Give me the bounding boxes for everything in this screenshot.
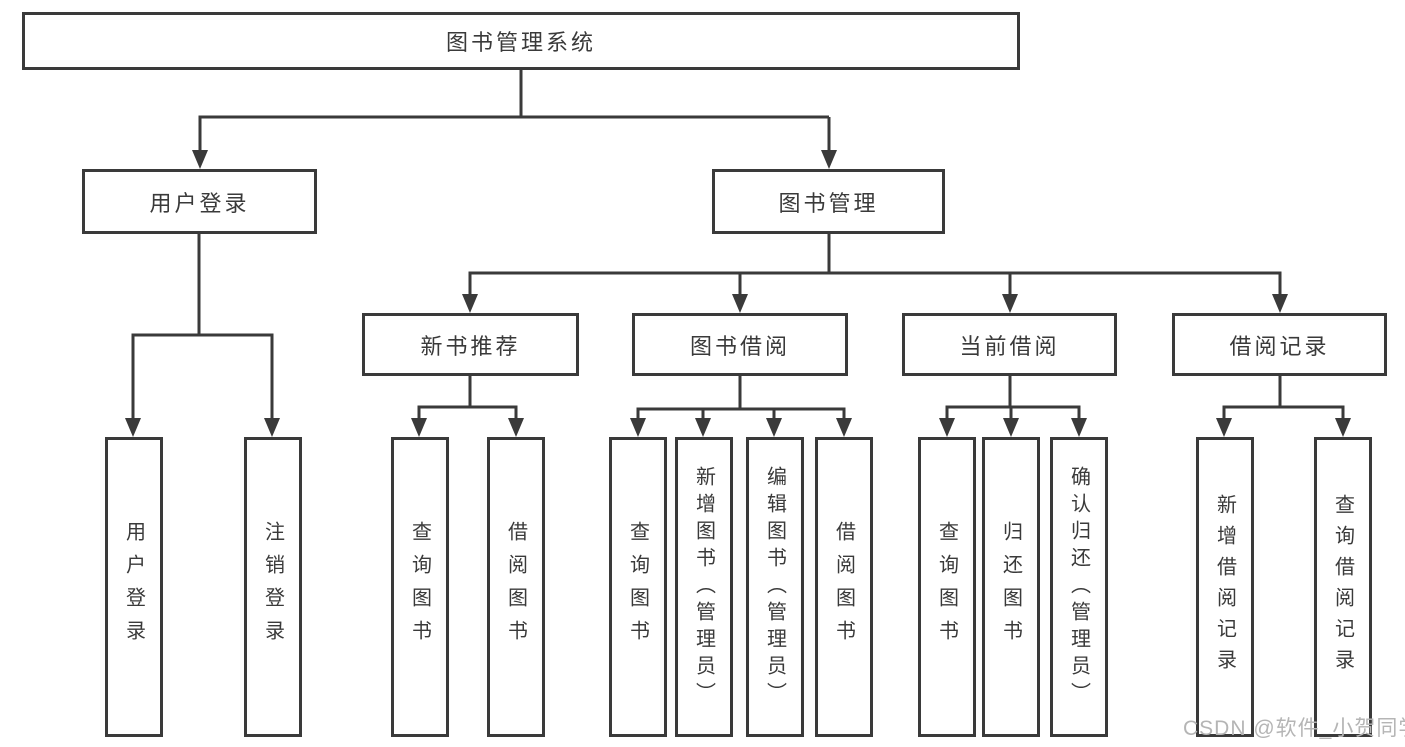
node-book-borrow: 图书借阅 [632,313,848,376]
node-new-book-recommend: 新书推荐 [362,313,579,376]
leaf-user-login: 用户登录 [105,437,163,737]
leaf-edit-book-admin: 编辑图书（管理员） [746,437,804,737]
watermark: CSDN @软件_小贺同学 [1183,717,1405,740]
leaf-query-book-recommend-label: 查询图书 [408,521,431,653]
node-current-borrow-label: 当前借阅 [959,333,1060,359]
leaf-query-borrow-record: 查询借阅记录 [1314,437,1372,737]
leaf-borrow-book-recommend: 借阅图书 [487,437,545,737]
node-user-login: 用户登录 [82,169,317,234]
leaf-query-book-borrow: 查询图书 [609,437,667,737]
leaf-logout: 注销登录 [244,437,302,737]
leaf-return-book: 归还图书 [982,437,1040,737]
node-root: 图书管理系统 [22,12,1020,70]
leaf-add-borrow-record: 新增借阅记录 [1196,437,1254,737]
node-borrow-records-label: 借阅记录 [1229,333,1330,359]
node-book-management: 图书管理 [712,169,945,234]
leaf-query-book-current: 查询图书 [918,437,976,737]
leaf-logout-label: 注销登录 [261,521,284,653]
leaf-add-book-admin-label: 新增图书（管理员） [692,465,715,709]
leaf-query-book-borrow-label: 查询图书 [626,521,649,653]
leaf-user-login-label: 用户登录 [122,521,145,653]
node-book-borrow-label: 图书借阅 [689,333,790,359]
node-root-label: 图书管理系统 [445,30,596,55]
leaf-query-book-recommend: 查询图书 [391,437,449,737]
leaf-confirm-return-admin-label: 确认归还（管理员） [1067,465,1090,709]
leaf-confirm-return-admin: 确认归还（管理员） [1050,437,1108,737]
leaf-add-borrow-record-label: 新增借阅记录 [1213,494,1236,680]
leaf-return-book-label: 归还图书 [999,521,1022,653]
leaf-edit-book-admin-label: 编辑图书（管理员） [763,465,786,709]
leaf-borrow-book: 借阅图书 [815,437,873,737]
node-borrow-records: 借阅记录 [1172,313,1387,376]
node-user-login-label: 用户登录 [149,190,250,216]
node-current-borrow: 当前借阅 [902,313,1117,376]
leaf-borrow-book-recommend-label: 借阅图书 [504,521,527,653]
leaf-add-book-admin: 新增图书（管理员） [675,437,733,737]
leaf-borrow-book-label: 借阅图书 [832,521,855,653]
node-new-book-recommend-label: 新书推荐 [420,333,521,359]
leaf-query-borrow-record-label: 查询借阅记录 [1331,494,1354,680]
node-book-management-label: 图书管理 [778,190,879,216]
leaf-query-book-current-label: 查询图书 [935,521,958,653]
